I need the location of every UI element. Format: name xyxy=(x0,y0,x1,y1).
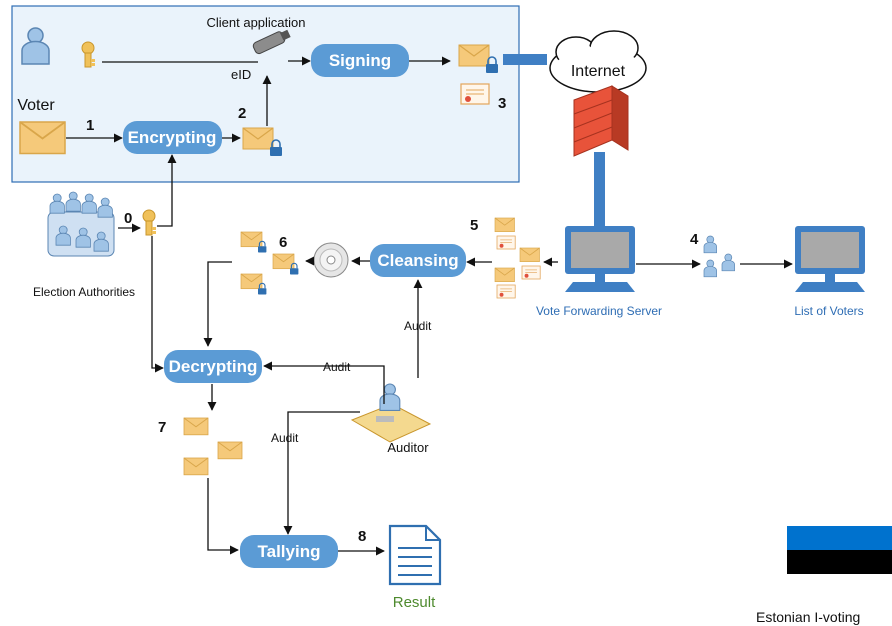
internet-cloud-icon xyxy=(549,30,647,93)
vote-forwarding-server-icon xyxy=(565,226,635,292)
voter-label: Voter xyxy=(17,97,55,114)
encrypting-label: Encrypting xyxy=(128,128,217,147)
step-0: 0 xyxy=(124,210,132,227)
step-2: 2 xyxy=(238,105,246,122)
server-pipe xyxy=(594,152,605,226)
list-of-voters-label: List of Voters xyxy=(794,304,863,318)
election-authorities-icon xyxy=(47,191,115,257)
signing-process xyxy=(311,44,409,77)
estonian-flag-icon xyxy=(787,526,892,598)
decrypted-vote-envelope-3 xyxy=(183,457,209,476)
stored-vote-envelope-3 xyxy=(494,267,515,283)
decrypting-label: Decrypting xyxy=(169,357,258,376)
audit-label-tallying: Audit xyxy=(271,431,299,445)
decrypted-vote-envelope-2 xyxy=(217,441,243,460)
encrypting-process xyxy=(123,121,222,154)
authority-key-icon xyxy=(142,209,157,236)
stored-vote-envelope-2 xyxy=(519,247,540,263)
tallying-label: Tallying xyxy=(258,542,321,561)
certificate-icon xyxy=(460,83,490,105)
step-6: 6 xyxy=(279,234,287,251)
dvd-disc-icon xyxy=(313,242,349,278)
audit-label-cleansing: Audit xyxy=(404,319,432,333)
decrypted-vote-envelope-1 xyxy=(183,417,209,436)
step-4: 4 xyxy=(690,231,699,248)
auditor-to-tallying-line xyxy=(283,411,360,535)
tallying-process xyxy=(240,535,338,568)
voter-identity-icon-2 xyxy=(703,259,717,278)
cleansing-process xyxy=(370,244,466,277)
votes-to-decrypting-arrow xyxy=(203,261,232,347)
step-7: 7 xyxy=(158,419,166,436)
votes-to-tallying-arrow xyxy=(207,478,239,555)
auditor-icon xyxy=(350,383,432,443)
cleansing-label: Cleansing xyxy=(377,251,458,270)
stored-vote-envelope-1 xyxy=(494,217,515,233)
signing-label: Signing xyxy=(329,51,391,70)
auditor-to-decrypting-line xyxy=(263,361,385,404)
signed-envelope-icon xyxy=(458,44,490,67)
eid-label: eID xyxy=(231,67,251,82)
client-pipe xyxy=(503,54,547,65)
step-8: 8 xyxy=(358,528,366,545)
flag-caption: Estonian I-voting xyxy=(756,609,860,625)
decrypting-process xyxy=(164,350,262,383)
auditor-label: Auditor xyxy=(387,440,429,455)
internet-label: Internet xyxy=(571,63,626,80)
firewall-icon xyxy=(573,85,629,157)
client-application-box xyxy=(11,5,520,183)
audit-label-decrypting: Audit xyxy=(323,360,351,374)
client-application-title: Client application xyxy=(206,15,305,30)
result-document-icon xyxy=(388,524,442,586)
stored-vote-cert-1 xyxy=(496,235,516,250)
result-label: Result xyxy=(393,594,436,611)
step-3: 3 xyxy=(498,95,506,112)
voter-identity-icon-3 xyxy=(721,253,735,272)
step-1: 1 xyxy=(86,117,94,134)
list-of-voters-icon xyxy=(795,226,865,292)
ballot-envelope-icon xyxy=(19,121,66,155)
election-authorities-label: Election Authorities xyxy=(33,285,135,299)
vote-forwarding-server-label: Vote Forwarding Server xyxy=(536,304,662,318)
key-to-decrypting-line xyxy=(151,236,164,373)
key-to-encrypting-line xyxy=(157,154,177,227)
step-5: 5 xyxy=(470,217,478,234)
stored-vote-cert-3 xyxy=(496,284,516,299)
encrypted-envelope-icon xyxy=(242,127,274,150)
voter-identity-icon xyxy=(703,235,717,254)
stored-vote-cert-2 xyxy=(521,265,541,280)
eid-reader-icon xyxy=(252,29,291,55)
